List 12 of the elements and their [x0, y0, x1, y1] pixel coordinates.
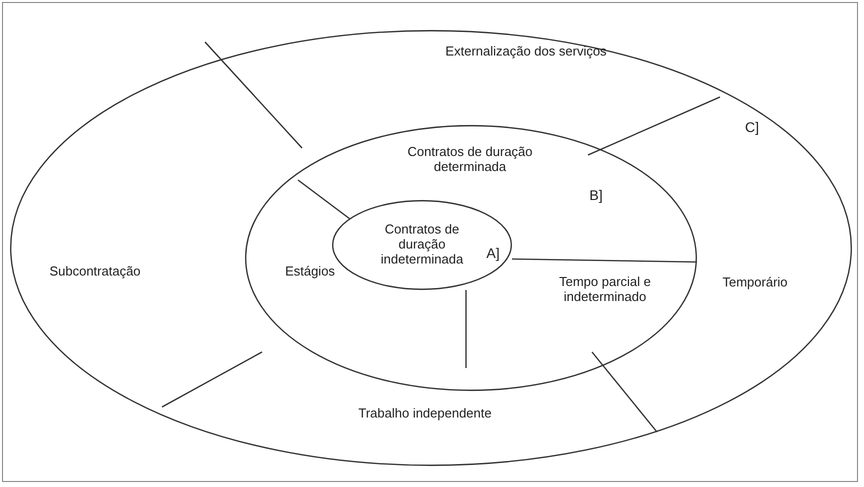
ring-marker: A]: [486, 244, 500, 262]
sector-label: Subcontratação: [49, 264, 141, 280]
ring-marker: C]: [745, 118, 759, 136]
sector-label: Trabalho independente: [358, 406, 492, 422]
sector-label: Estágios: [285, 264, 335, 280]
ellipse-label: Contratos de duração indeterminada: [380, 222, 464, 268]
middle-ellipse: [245, 125, 697, 391]
sector-label: Contratos de duração determinada: [406, 145, 534, 175]
sector-label: Externalização dos serviços: [445, 44, 607, 60]
sector-label: Temporário: [722, 276, 788, 290]
sector-label: Tempo parcial e indeterminado: [558, 275, 652, 305]
ring-marker: B]: [589, 186, 603, 204]
